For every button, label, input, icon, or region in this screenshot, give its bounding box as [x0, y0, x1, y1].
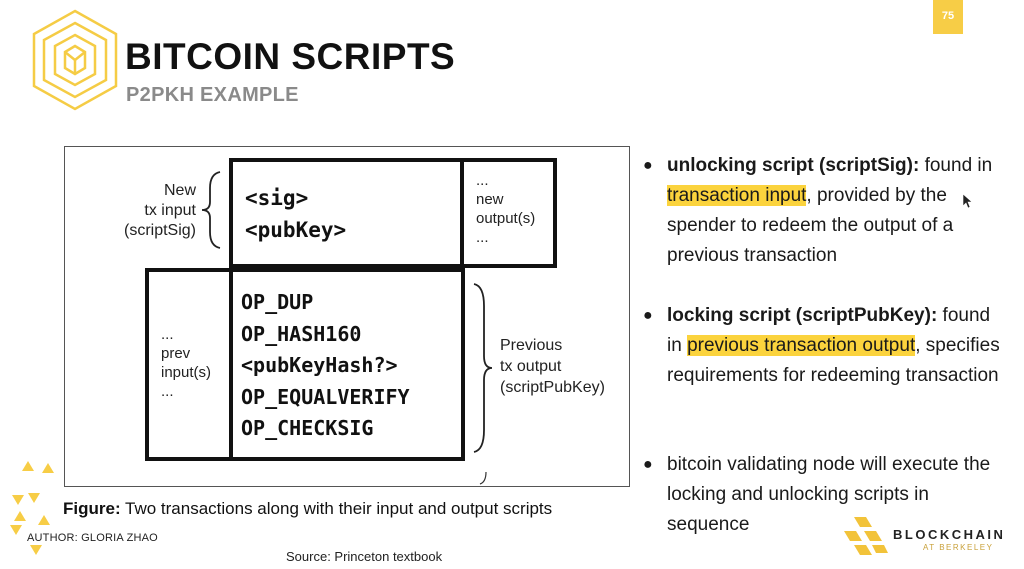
- prev-inputs-text: ... prev input(s) ...: [161, 326, 212, 400]
- decorative-triangles-icon: [10, 461, 54, 555]
- brand-subname: AT BERKELEY: [923, 543, 994, 552]
- new-input-label: New tx input (scriptSig): [123, 182, 196, 239]
- hexagon-logo-icon: [32, 9, 118, 111]
- mouse-cursor-icon: [962, 193, 973, 209]
- page-subtitle: P2PKH EXAMPLE: [126, 84, 299, 106]
- prev-tx-divider: [229, 268, 233, 461]
- prev-tx-box: [145, 268, 465, 461]
- figure-caption: Figure: Two transactions along with thei…: [63, 499, 553, 518]
- page-number: 75: [933, 0, 963, 34]
- new-tx-box: [229, 158, 557, 268]
- author-text: AUTHOR: GLORIA ZHAO: [27, 532, 158, 544]
- script-pubkey-code: OP_DUP OP_HASH160 <pubKeyHash?> OP_EQUAL…: [241, 290, 410, 440]
- bullet-2: ● locking script (scriptPubKey): found i…: [643, 301, 1003, 391]
- blockchain-logo-icon: [844, 517, 888, 555]
- highlight-previous-output: previous transaction output: [687, 335, 916, 356]
- prev-output-label: Previous tx output (scriptPubKey): [500, 337, 605, 396]
- page-title: BITCOIN SCRIPTS: [125, 36, 456, 77]
- bullet-3: ● bitcoin validating node will execute t…: [643, 450, 1003, 540]
- script-sig-code: <sig> <pubKey>: [245, 186, 347, 242]
- left-brace-icon: [201, 171, 221, 249]
- bullet-dot-icon: ●: [643, 307, 653, 324]
- new-outputs-text: ... new output(s) ...: [476, 172, 536, 246]
- bullet-1: ● unlocking script (scriptSig): found in…: [643, 151, 1003, 271]
- bullet-dot-icon: ●: [643, 456, 653, 473]
- new-tx-divider: [460, 158, 464, 268]
- right-brace-icon: [473, 283, 493, 453]
- source-text: Source: Princeton textbook: [286, 549, 443, 564]
- bullet-dot-icon: ●: [643, 157, 653, 174]
- brand-name: BLOCKCHAIN: [893, 527, 1006, 542]
- stray-mark-icon: [479, 471, 487, 485]
- highlight-transaction-input: transaction input: [667, 185, 807, 206]
